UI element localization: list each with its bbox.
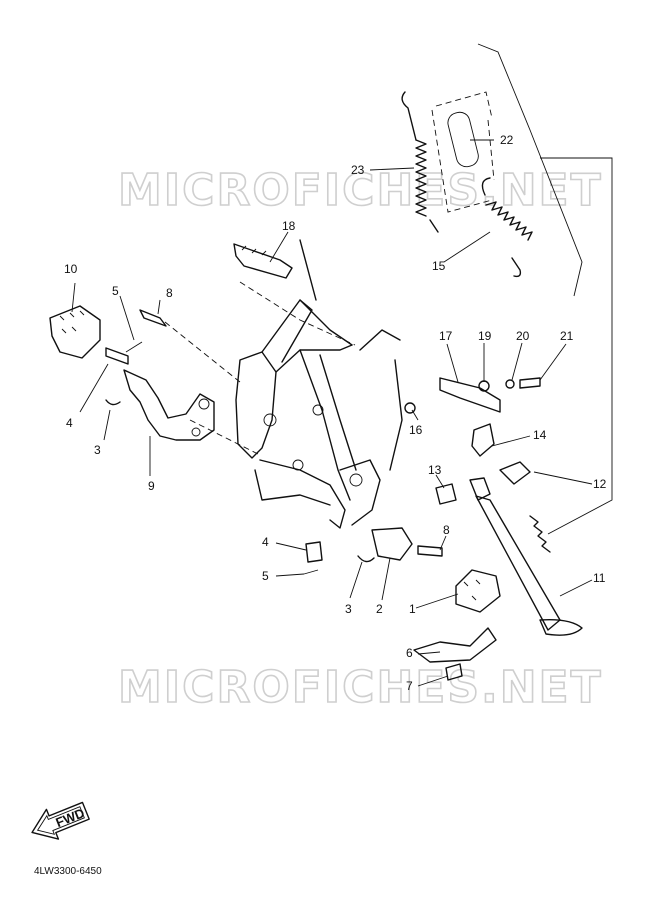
left-footrest	[49, 305, 215, 441]
frame-drawing	[164, 239, 403, 529]
callout-label: 19	[478, 329, 492, 343]
callout-label: 1	[409, 602, 416, 616]
callout-label: 16	[409, 423, 423, 437]
callout-label: 9	[148, 479, 155, 493]
bracket-lines	[477, 43, 613, 535]
callout-label: 21	[560, 329, 574, 343]
diagram-code: 4LW3300-6450	[34, 866, 102, 877]
callout-label: 14	[533, 428, 547, 442]
forward-direction-arrow: FWD	[31, 801, 90, 840]
callout-label: 3	[94, 443, 101, 457]
callout-label: 6	[406, 646, 413, 660]
leader-lines	[71, 139, 593, 687]
watermark-bottom: MICROFICHES.NET	[118, 662, 603, 713]
callout-label: 5	[112, 284, 119, 298]
callout-label: 11	[593, 571, 606, 585]
callout-numbers: 1 2 3 3 4 4 5 5 6 7 8 8 9 10 11 12 13 14…	[64, 133, 607, 693]
callout-label: 7	[406, 679, 413, 693]
callout-label: 23	[351, 163, 365, 177]
callout-label: 17	[439, 329, 453, 343]
callout-label: 22	[500, 133, 514, 147]
callout-label: 18	[282, 219, 296, 233]
callout-label: 10	[64, 262, 78, 276]
callout-label: 3	[345, 602, 352, 616]
callout-label: 8	[166, 286, 173, 300]
callout-label: 5	[262, 569, 269, 583]
callout-label: 8	[443, 523, 450, 537]
springs-assembly	[401, 91, 533, 278]
callout-label: 4	[66, 416, 73, 430]
callout-label: 20	[516, 329, 530, 343]
right-footrest-sidestand	[233, 243, 583, 681]
callout-label: 15	[432, 259, 446, 273]
callout-label: 2	[376, 602, 383, 616]
watermark-top: MICROFICHES.NET	[118, 165, 603, 216]
callout-label: 4	[262, 535, 269, 549]
callout-label: 12	[593, 477, 607, 491]
callout-label: 13	[428, 463, 442, 477]
